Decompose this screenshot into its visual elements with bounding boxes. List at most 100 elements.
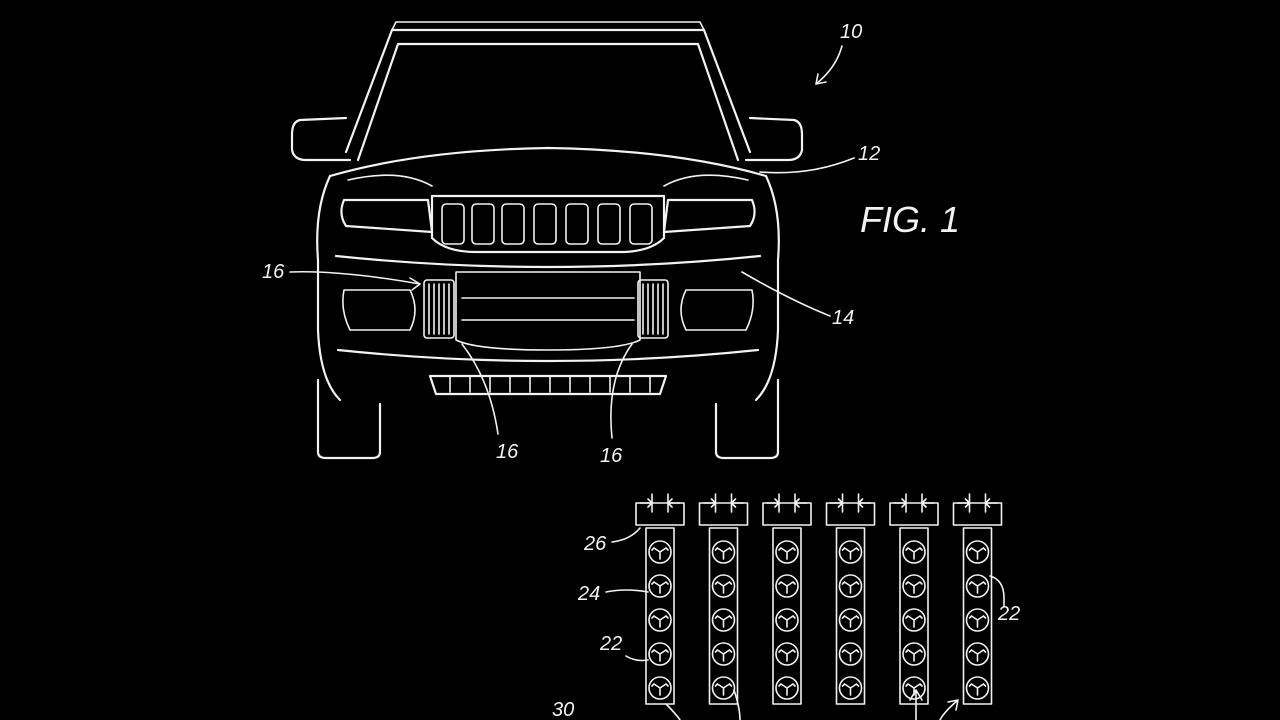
grille-slot (471, 203, 495, 245)
element-symbol (651, 547, 669, 560)
element-symbol (905, 547, 923, 560)
grille-slot (441, 203, 465, 245)
leader-16-right (610, 343, 633, 439)
housing-cap (698, 502, 749, 526)
leader-24 (605, 589, 649, 593)
element-circle (775, 574, 799, 598)
left-vent (423, 279, 455, 339)
element-symbol (968, 683, 987, 696)
housing-cap (952, 502, 1003, 526)
lower-grille-outline (455, 271, 641, 351)
element-circle (902, 676, 926, 700)
leader-22-left (625, 655, 649, 662)
housing-cap (635, 502, 685, 526)
body-right-side (754, 174, 780, 402)
body-left-side (316, 174, 342, 402)
leader-30b (733, 689, 741, 720)
terminal-marker (956, 493, 999, 513)
left-headlight (340, 198, 434, 234)
element-circle (838, 540, 863, 564)
element-symbol (778, 649, 796, 662)
element-column (962, 527, 993, 705)
right-vent (637, 279, 669, 339)
element-circle (648, 642, 672, 666)
ref-24-label: 24 (577, 583, 600, 605)
hood-crease-left (347, 174, 433, 187)
element-circle (902, 642, 926, 666)
element-circle (711, 540, 736, 564)
element-symbol (714, 615, 733, 628)
grille-slot (565, 203, 589, 245)
leader-22-right (989, 575, 1005, 607)
ref-16-label-mid: 16 (496, 441, 519, 463)
lower-bumper (336, 348, 760, 363)
element-circle (965, 608, 990, 632)
element-column (835, 527, 866, 705)
terminal-marker (639, 493, 681, 513)
right-fog-pocket (680, 289, 754, 331)
grille-surround (430, 194, 666, 254)
leader-12 (759, 157, 855, 174)
element-symbol (714, 683, 733, 696)
element-circle (711, 608, 736, 632)
terminal-marker (702, 493, 745, 513)
element-circle (965, 676, 990, 700)
element-symbol (714, 547, 733, 560)
roof-line (391, 21, 705, 31)
grille-slots (441, 203, 653, 245)
grille-slot (533, 203, 557, 245)
leader-14 (741, 271, 831, 317)
element-column (899, 527, 929, 705)
terminal-marker (829, 493, 872, 513)
element-symbol (841, 581, 860, 594)
leader-16-left (289, 270, 421, 285)
element-symbol (905, 581, 923, 594)
housing-cap (825, 502, 876, 526)
arrow-16-left (409, 277, 421, 291)
ref-26-label: 26 (583, 533, 607, 555)
housing-cap (889, 502, 939, 526)
element-symbol (841, 547, 860, 560)
element-column (708, 527, 739, 705)
element-circle (711, 574, 736, 598)
element-symbol (841, 683, 860, 696)
element-symbol (841, 615, 860, 628)
element-symbol (714, 581, 733, 594)
hood (328, 146, 768, 178)
element-circle (775, 676, 799, 700)
element-symbol (778, 615, 796, 628)
grille-slot (629, 203, 653, 245)
left-tire (316, 378, 382, 460)
skid-plate-ribs (449, 375, 651, 393)
element-symbol (778, 547, 796, 560)
leader-30d (939, 699, 959, 720)
element-symbol (968, 547, 987, 560)
element-column (645, 527, 675, 705)
ref-30-label: 30 (552, 699, 574, 720)
skid-plate (428, 374, 668, 396)
right-tire (714, 378, 780, 460)
left-fog-pocket (342, 289, 416, 331)
element-symbol (714, 649, 733, 662)
element-circle (902, 608, 926, 632)
element-symbol (841, 649, 860, 662)
ref-10-label: 10 (840, 21, 862, 43)
element-circle (648, 608, 672, 632)
left-mirror (290, 116, 352, 162)
windshield-frame (344, 28, 752, 154)
element-symbol (905, 649, 923, 662)
element-array (635, 493, 1003, 705)
terminal-marker (893, 493, 935, 513)
right-headlight (662, 198, 756, 234)
element-symbol (651, 683, 669, 696)
element-circle (965, 540, 990, 564)
element-symbol (968, 649, 987, 662)
element-symbol (968, 581, 987, 594)
element-circle (648, 540, 672, 564)
leader-10 (815, 45, 843, 85)
element-symbol (905, 615, 923, 628)
element-circle (902, 540, 926, 564)
element-symbol (905, 683, 923, 696)
